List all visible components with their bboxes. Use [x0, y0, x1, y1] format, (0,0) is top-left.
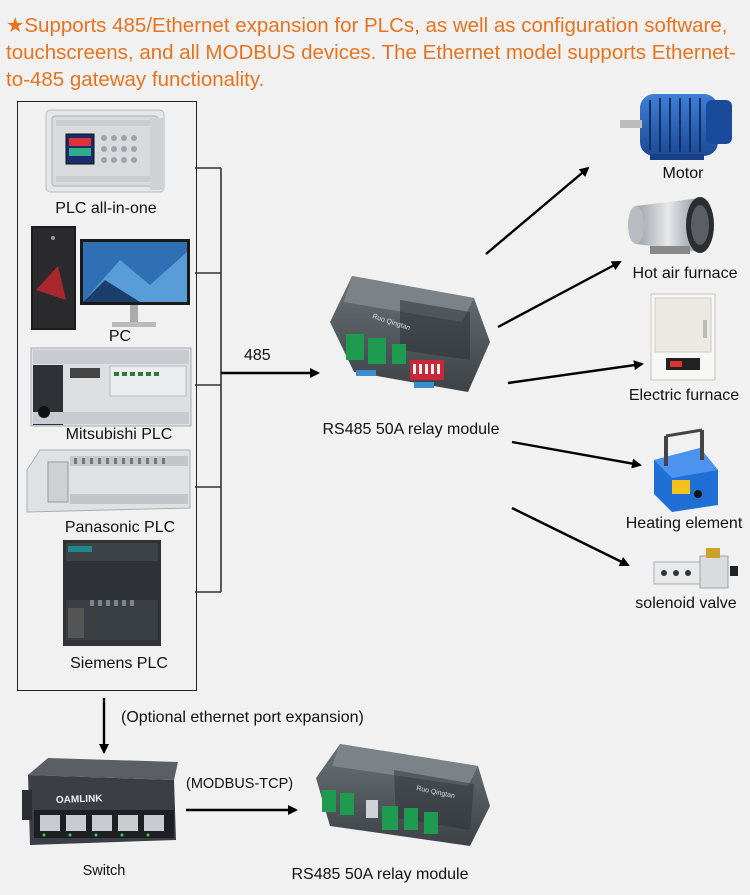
label-485: 485	[244, 347, 271, 364]
arrow-solenoid-valve	[511, 506, 630, 567]
relay-module-image: Ruo Qingtan	[330, 276, 490, 392]
panasonic-plc-image	[26, 449, 191, 513]
arrow-electric-furnace	[507, 360, 644, 385]
headline: ★Supports 485/Ethernet expansion for PLC…	[6, 14, 737, 91]
controller-bracket	[195, 167, 222, 593]
label-relay-module: RS485 50A relay module	[322, 421, 500, 438]
solenoid-valve-image	[653, 548, 738, 589]
output-arrows	[485, 166, 644, 567]
arrow-motor	[485, 166, 590, 255]
label-motor: Motor	[662, 165, 704, 182]
switch-image: OAMLINK	[22, 758, 178, 845]
motor-image	[620, 94, 732, 160]
switch-brand-text: OAMLINK	[56, 793, 104, 806]
label-mitsubishi-plc: Mitsubishi PLC	[65, 426, 173, 443]
heating-element-image	[654, 428, 718, 512]
label-modbus-tcp: (MODBUS-TCP)	[186, 776, 294, 792]
label-relay-module-2: RS485 50A relay module	[291, 866, 469, 883]
arrow-hot-air-furnace	[497, 260, 622, 329]
label-panasonic-plc: Panasonic PLC	[64, 519, 176, 536]
label-siemens-plc: Siemens PLC	[70, 655, 168, 672]
electric-furnace-image	[650, 293, 716, 381]
label-optional-expansion: (Optional ethernet port expansion)	[121, 709, 364, 726]
siemens-plc-image	[63, 540, 161, 646]
label-electric-furnace: Electric furnace	[628, 387, 740, 404]
arrow-heating-element	[511, 440, 642, 469]
relay-module-2-image: Ruo Qingtan	[316, 744, 490, 846]
label-heating-element: Heating element	[625, 515, 743, 532]
label-hot-air-furnace: Hot air furnace	[632, 265, 738, 282]
plc-all-in-one-image	[45, 109, 165, 193]
mitsubishi-plc-image	[30, 347, 192, 427]
label-pc: PC	[108, 328, 132, 345]
label-plc-all-in-one: PLC all-in-one	[55, 200, 157, 217]
label-solenoid-valve: solenoid valve	[635, 595, 737, 612]
label-switch: Switch	[82, 863, 126, 879]
pc-image	[31, 226, 190, 330]
hot-air-furnace-image	[628, 197, 714, 254]
